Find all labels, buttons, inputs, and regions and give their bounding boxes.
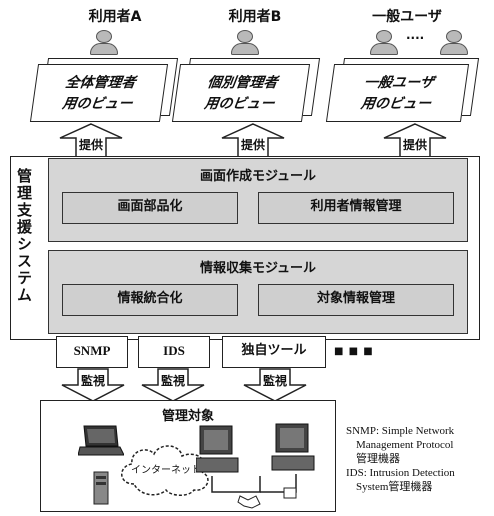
person-icon [370, 30, 398, 55]
desktop-pc-icon [196, 425, 239, 473]
internet-label: インターネット [131, 465, 201, 476]
managed-target-title: 管理対象 [161, 409, 214, 424]
person-icon [440, 30, 468, 55]
system-label: 管理支援システム [15, 168, 33, 304]
info-integration-box: 情報統合化 [62, 284, 238, 316]
user-label-b: 利用者B [228, 9, 282, 25]
laptop-icon [78, 425, 124, 456]
person-icon [90, 30, 118, 55]
server-icon [93, 471, 109, 505]
network-lines [211, 474, 297, 509]
person-icon [231, 30, 259, 55]
monitor-arrow [243, 368, 307, 402]
user-info-box: 利用者情報管理 [258, 192, 454, 224]
internet-cloud-icon [121, 445, 209, 496]
legend: SNMP: Simple Network Management Protocol… [346, 424, 492, 494]
view-text: 用のビュー [61, 96, 134, 112]
legend-snmp-line: Management Protocol [356, 439, 454, 451]
ellipsis-text: .... [406, 28, 425, 42]
view-box-admin-individual: 個別管理者 用のビュー [171, 64, 311, 122]
legend-snmp-line: SNMP: Simple Network [346, 425, 455, 437]
snmp-box: SNMP [56, 336, 128, 368]
ids-box: IDS [138, 336, 210, 368]
view-text: 個別管理者 [206, 75, 279, 91]
provide-label: 提供 [402, 138, 427, 152]
user-label-a: 利用者A [88, 9, 142, 25]
provide-label: 提供 [240, 138, 265, 152]
legend-ids-line: IDS: Intrusion Detection [346, 467, 455, 479]
desktop-pc-icon [271, 423, 315, 471]
user-label-general: 一般ユーザ [372, 9, 442, 25]
legend-ids-line: System管理機器 [356, 481, 433, 493]
screen-parts-box: 画面部品化 [62, 192, 238, 224]
monitor-arrow [61, 368, 125, 402]
info-module-title: 情報収集モジュール [199, 261, 317, 276]
view-text: 全体管理者 [64, 75, 137, 91]
view-text: 一般ユーザ [362, 75, 435, 91]
view-box-admin-all: 全体管理者 用のビュー [29, 64, 169, 122]
legend-snmp-line: 管理機器 [356, 453, 400, 465]
view-text: 用のビュー [203, 96, 276, 112]
monitor-label: 監視 [262, 374, 287, 388]
screen-module-title: 画面作成モジュール [199, 169, 317, 184]
monitor-label: 監視 [160, 374, 185, 388]
tool-ellipsis: ■ ■ ■ [334, 346, 374, 357]
monitor-label: 監視 [80, 374, 105, 388]
custom-tool-box: 独自ツール [222, 336, 326, 368]
monitor-arrow [141, 368, 205, 402]
view-box-general: 一般ユーザ 用のビュー [325, 64, 470, 122]
target-info-box: 対象情報管理 [258, 284, 454, 316]
provide-label: 提供 [78, 138, 103, 152]
view-text: 用のビュー [359, 96, 433, 112]
